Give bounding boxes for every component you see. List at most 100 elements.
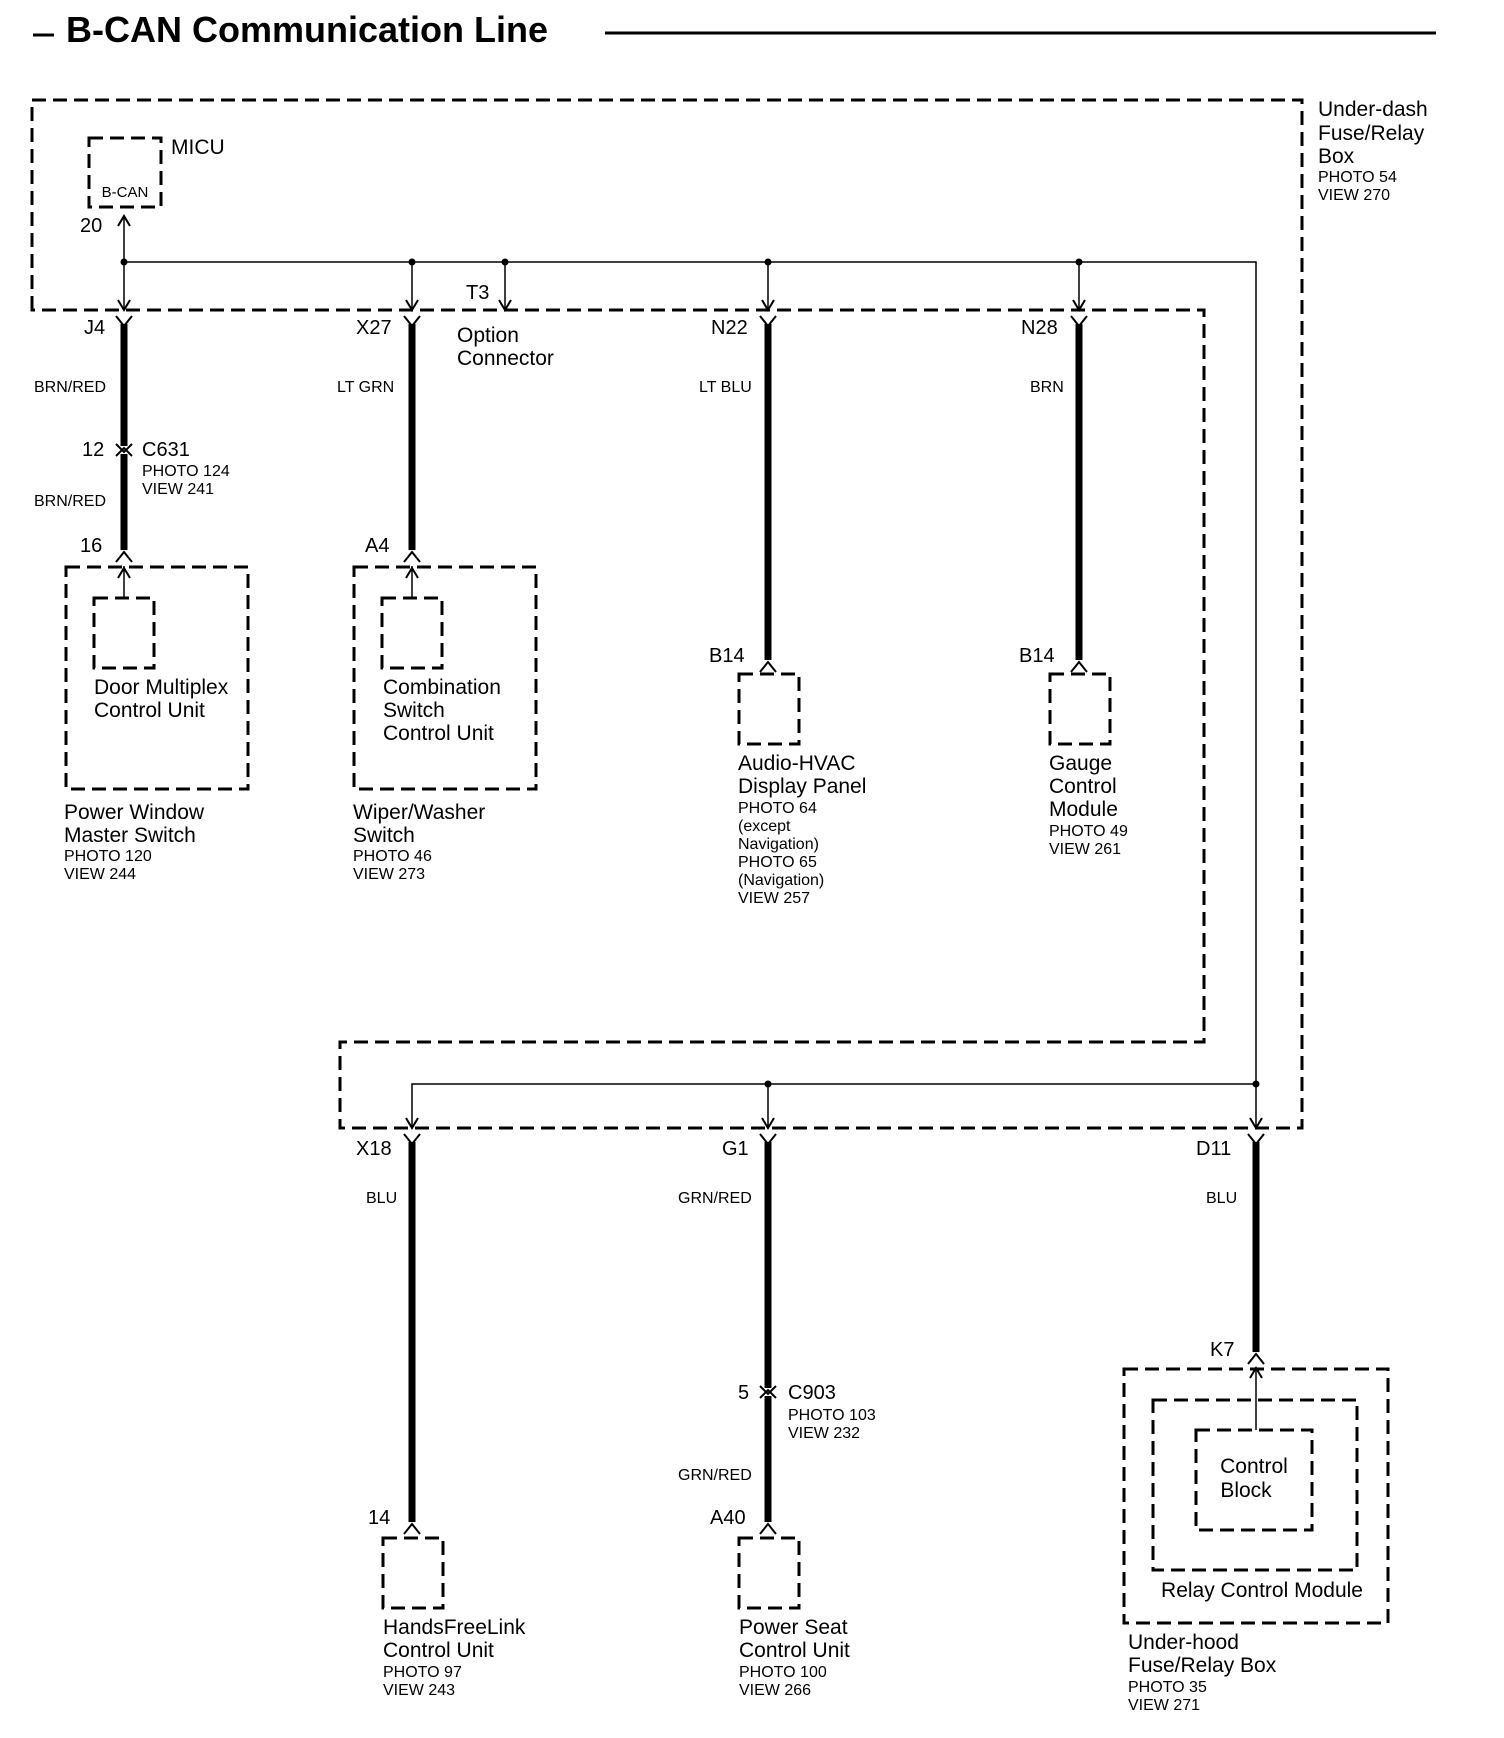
connector-fork-icon (1070, 660, 1088, 673)
terminal-arrow-icon (498, 299, 512, 312)
connector-fork-icon (1247, 1352, 1265, 1365)
device-name-1: Under-hood (1128, 1631, 1239, 1654)
under-dash-name-2: Fuse/Relay (1318, 122, 1425, 145)
connector-fork-icon (403, 1522, 421, 1535)
device-terminal: 16 (80, 535, 102, 557)
inner-unit-name-2: Switch (383, 699, 445, 722)
micu-box (87, 136, 163, 209)
option-connector: T3 Option Connector (457, 282, 554, 370)
device-name-1: Audio-HVAC (738, 752, 856, 775)
splice-dot (1252, 1080, 1260, 1088)
branch-under-hood: D11 BLU K7 Control Block Relay Control M… (1122, 1133, 1390, 1714)
splice-dot (120, 258, 128, 266)
device-terminal: B14 (709, 645, 745, 667)
connector-ref-1: PHOTO 124 (142, 463, 230, 480)
option-connector-terminal: T3 (466, 282, 489, 304)
device-name-2: Fuse/Relay Box (1128, 1654, 1277, 1677)
wire-color-label: BRN/RED (34, 379, 106, 396)
device-name-2: Switch (353, 824, 415, 847)
handsfreelink-box (381, 1536, 445, 1610)
device-ref-1: PHOTO 100 (739, 1664, 827, 1681)
terminal-arrow-icon (117, 299, 131, 312)
page-title: B-CAN Communication Line (66, 9, 548, 50)
door-multiplex-box (92, 596, 156, 670)
gauge-control-box (1048, 672, 1112, 746)
wiper-washer-outer-box (352, 565, 538, 791)
wire-color-label: BLU (366, 1190, 397, 1207)
connector-fork-icon (759, 660, 777, 673)
option-connector-name-2: Connector (457, 347, 554, 370)
device-ref-1: PHOTO 120 (64, 848, 152, 865)
device-ref-2: (except (738, 818, 791, 835)
combination-switch-box (380, 596, 444, 670)
under-dash-name-3: Box (1318, 145, 1355, 168)
under-dash-fuse-box-outline (30, 98, 1304, 1130)
splice-dot (408, 258, 416, 266)
internal-arrow-icon (1249, 1366, 1263, 1379)
device-terminal: A40 (710, 1507, 746, 1529)
inline-connector-icon (759, 1388, 777, 1399)
device-ref-2: VIEW 271 (1128, 1697, 1200, 1714)
device-terminal: 14 (368, 1507, 390, 1529)
branch-gauge-control: N28 BRN B14 Gauge Control Module PHOTO 4… (1019, 315, 1128, 858)
under-dash-ref-2: VIEW 270 (1318, 187, 1390, 204)
device-ref-1: PHOTO 64 (738, 800, 817, 817)
relay-control-module-outline (1151, 1398, 1359, 1572)
branch-power-seat: G1 GRN/RED 5 C903 PHOTO 103 VIEW 232 GRN… (678, 1133, 876, 1699)
device-name-1: HandsFreeLink (383, 1616, 526, 1639)
device-name-2: Display Panel (738, 775, 866, 798)
wire-color-label: LT BLU (699, 379, 752, 396)
option-connector-name-1: Option (457, 324, 519, 347)
device-name-1: Gauge (1049, 752, 1112, 775)
inner-unit-name-2: Control Unit (94, 699, 205, 722)
wire-color-label: GRN/RED (678, 1467, 752, 1484)
audio-hvac-box (737, 672, 801, 746)
micu-label: MICU (171, 136, 225, 159)
device-name-1: Power Window (64, 801, 205, 824)
inline-connector-icon (759, 1385, 777, 1396)
power-window-outer-box (64, 565, 250, 791)
device-ref-1: PHOTO 46 (353, 848, 432, 865)
device-ref-1: PHOTO 49 (1049, 823, 1128, 840)
device-ref-1: PHOTO 97 (383, 1664, 462, 1681)
wire-color-label: BRN/RED (34, 493, 106, 510)
bus-line (124, 261, 1257, 1128)
device-ref-5: (Navigation) (738, 872, 824, 889)
inner-unit-name-1: Combination (383, 676, 501, 699)
device-ref-1: PHOTO 35 (1128, 1679, 1207, 1696)
under-dash-ref-1: PHOTO 54 (1318, 169, 1397, 186)
device-name-1: Wiper/Washer (353, 801, 485, 824)
control-block-box (1194, 1428, 1314, 1532)
device-ref-2: VIEW 273 (353, 866, 425, 883)
device-name-3: Module (1049, 798, 1118, 821)
fuse-terminal-g1: G1 (722, 1138, 749, 1160)
device-ref-2: VIEW 243 (383, 1682, 455, 1699)
internal-arrow-icon (405, 566, 419, 579)
device-ref-3: Navigation) (738, 836, 819, 853)
connector-fork-icon (759, 1522, 777, 1535)
device-terminal: B14 (1019, 645, 1055, 667)
device-terminal: A4 (365, 535, 389, 557)
control-block-name-2: Block (1220, 1479, 1272, 1502)
fuse-terminal-x27: X27 (356, 317, 392, 339)
device-name-1: Power Seat (739, 1616, 848, 1639)
splice-dot (501, 258, 509, 266)
connector-fork-icon (115, 550, 133, 563)
device-terminal: K7 (1210, 1339, 1234, 1361)
wire-color-label: BLU (1206, 1190, 1237, 1207)
branch-power-window: J4 BRN/RED 12 C631 PHOTO 124 VIEW 241 BR… (34, 315, 250, 883)
terminal-arrow-icon (1249, 1117, 1263, 1130)
device-ref-6: VIEW 257 (738, 890, 810, 907)
wire-color-label: LT GRN (337, 379, 394, 396)
terminal-arrow-icon (405, 299, 419, 312)
splice-dot (764, 1080, 772, 1088)
inline-connector-icon (115, 446, 133, 457)
under-dash-fuse-box-label: Under-dash Fuse/Relay Box PHOTO 54 VIEW … (1318, 98, 1428, 204)
internal-arrow-icon (117, 566, 131, 579)
device-ref-2: VIEW 266 (739, 1682, 811, 1699)
device-name-2: Control Unit (739, 1639, 850, 1662)
device-ref-2: VIEW 244 (64, 866, 136, 883)
connector-id: C903 (788, 1382, 836, 1404)
connector-pin: 5 (738, 1382, 749, 1404)
micu: MICU B-CAN 20 (80, 136, 225, 262)
